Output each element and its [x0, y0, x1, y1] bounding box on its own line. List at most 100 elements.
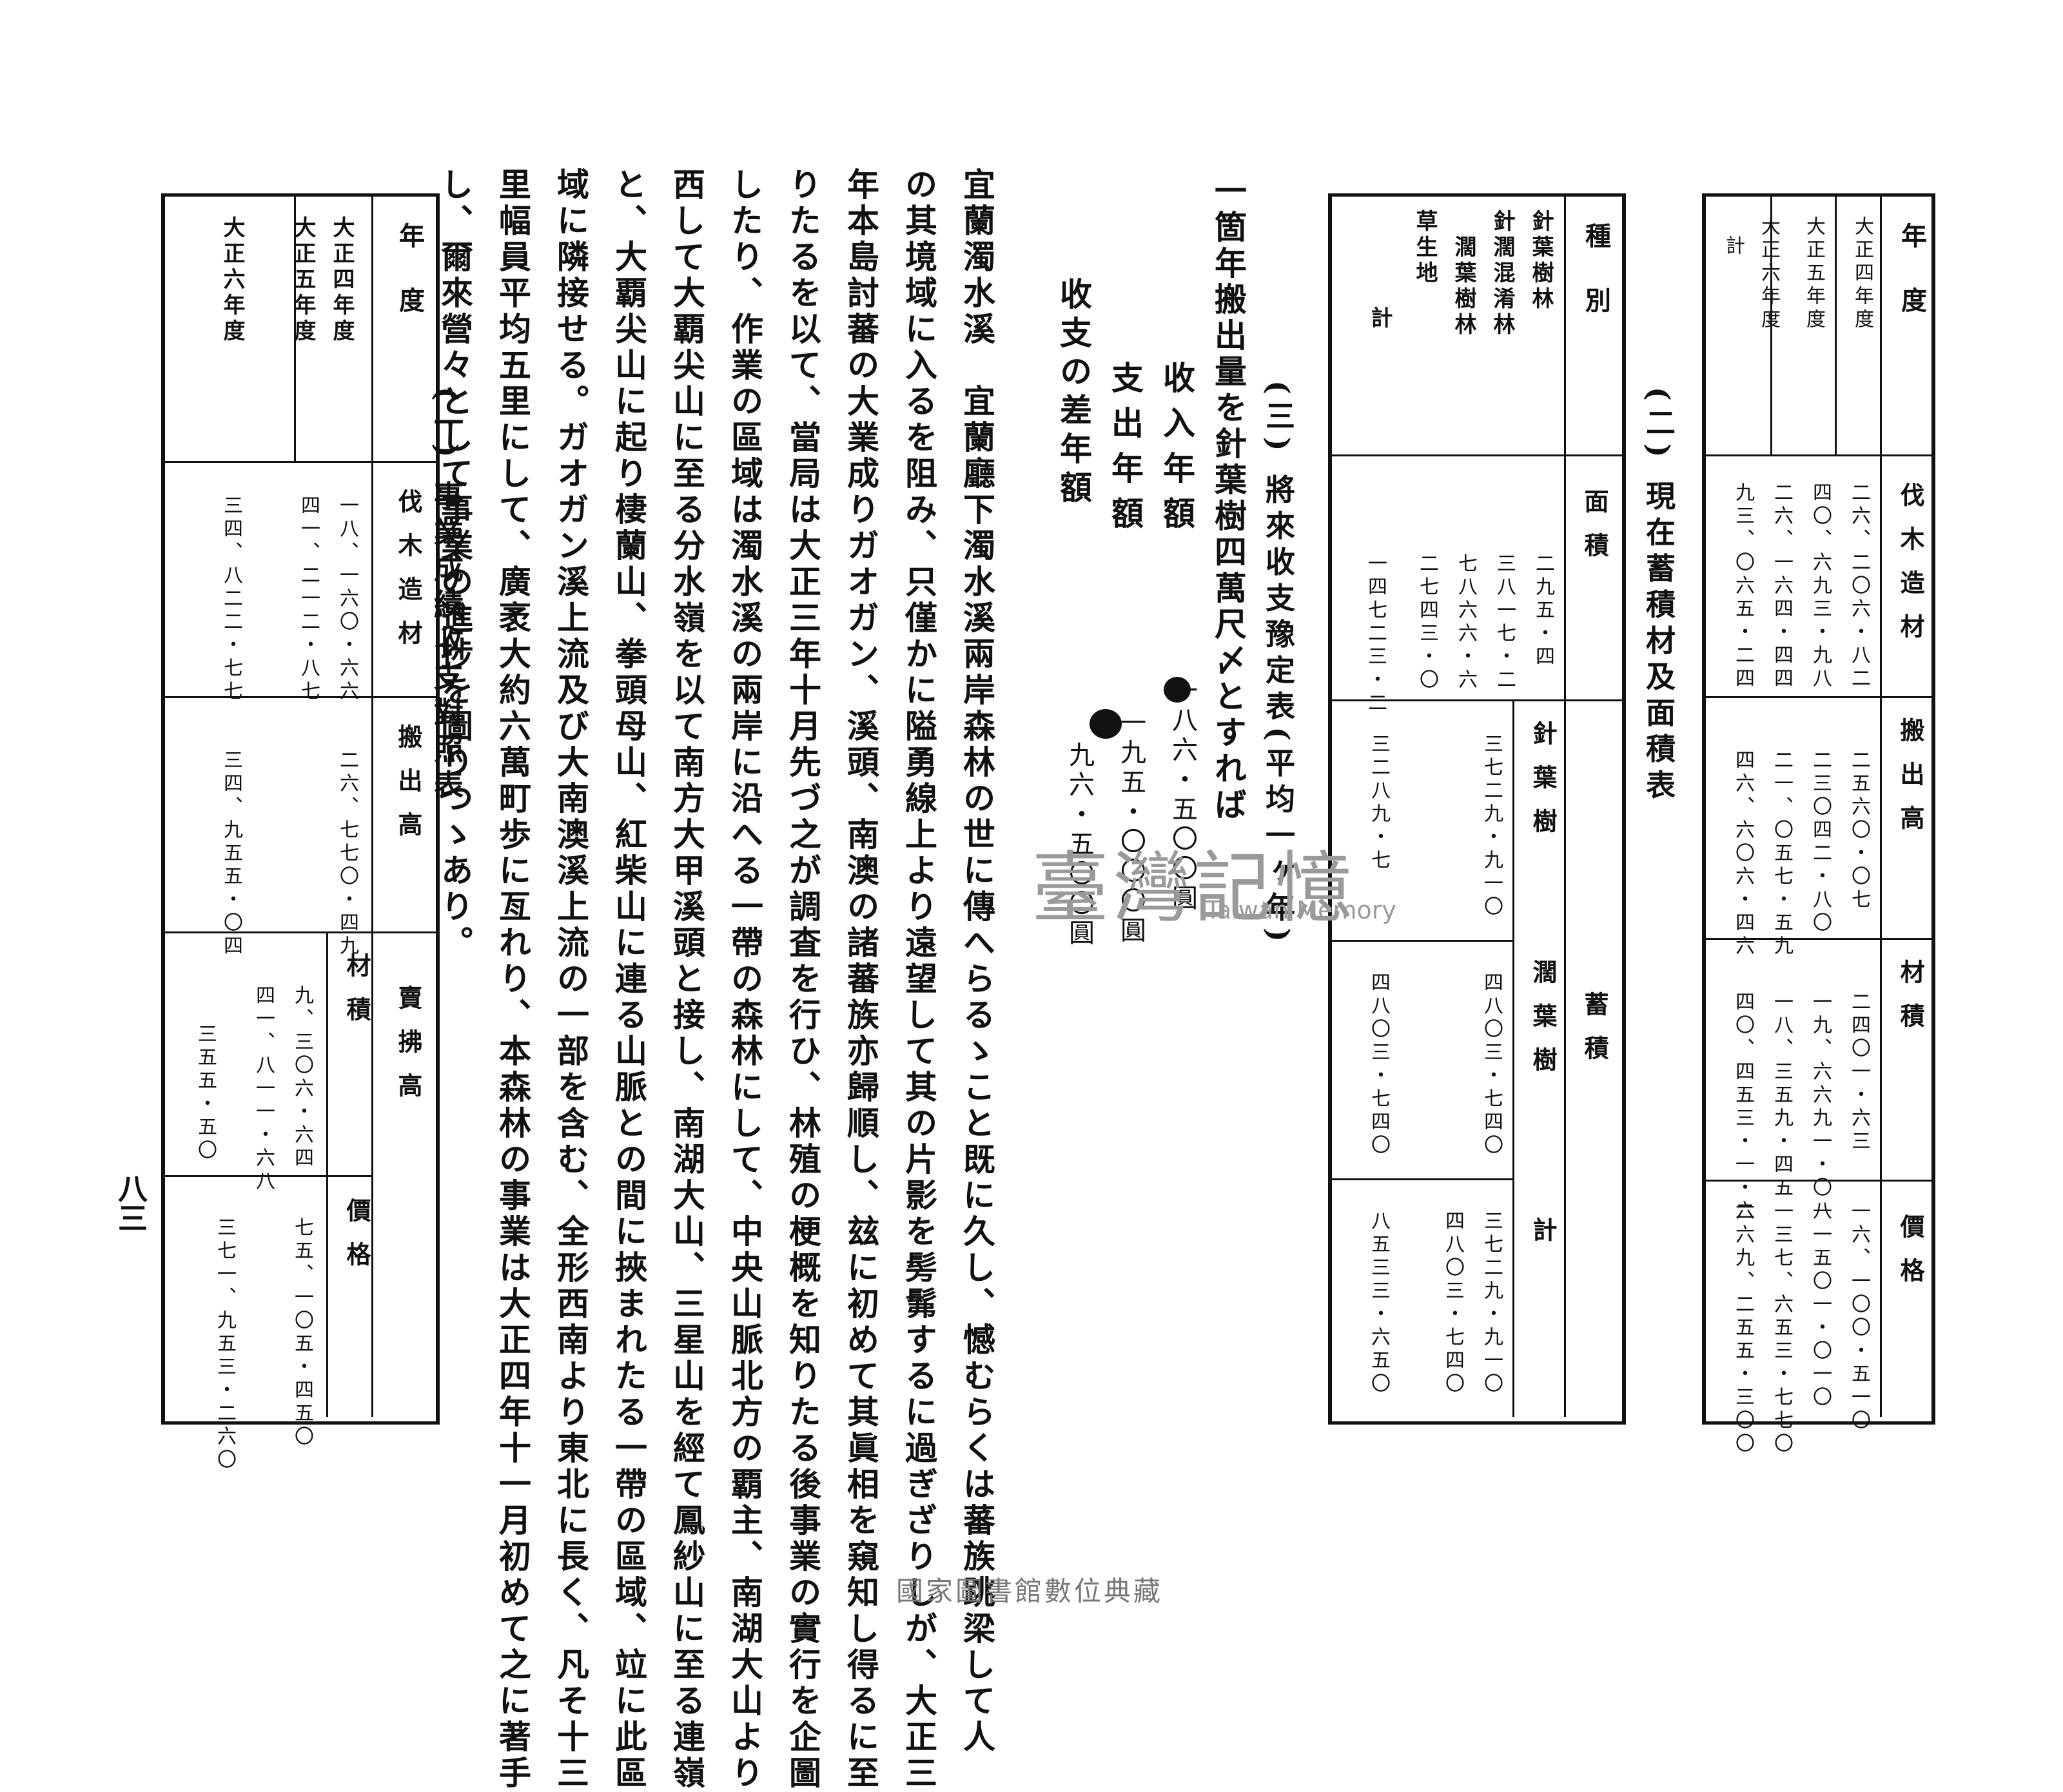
stock-felled-3: 二六、一六四・四四	[1770, 482, 1793, 691]
stock-felled-total: 九三、〇六五・二四	[1732, 482, 1754, 691]
body-column-10: し、爾來營々として事業の進捗を圖りつゝあり。	[436, 168, 474, 962]
income-label: 收入年額	[1158, 361, 1196, 541]
balance-label: 收支の差年額	[1055, 277, 1093, 509]
body-column-2: の其境域に入るを阻み、只僅かに隘勇線上より遠望して其の片影を髣髴するに過ぎざりし…	[900, 168, 938, 1792]
area-area-row: 面積 二九五・四 三八一七・二 七八六六・六 二七四三・〇 一四七二三・二	[1332, 454, 1622, 716]
area-kind-2: 針濶混淆林	[1489, 209, 1515, 338]
stock-year-3: 大正六年度	[1757, 216, 1780, 332]
watermark-chinese: 臺灣記憶	[1032, 844, 1356, 933]
income-value: 一八六・五〇〇圓	[1168, 677, 1197, 914]
body-column-1: 宜蘭濁水溪 宜蘭廳下濁水溪兩岸森林の世に傳へらるゝこと既に久し、憾むらくは蕃族跳…	[958, 168, 996, 1756]
stock-table: 年度 大正四年度 大正五年度 大正六年度 計 伐木造材 二六、二〇六・八二 四〇…	[1702, 193, 1935, 1456]
stock-volume-1: 二四〇一・六三	[1848, 991, 1870, 1154]
results-col-sold: 賣拂高	[394, 985, 423, 1116]
stock-hauled-3: 二一、〇五七・五九	[1770, 750, 1793, 959]
stock-col-felled: 伐木造材	[1896, 482, 1925, 657]
results-col-volume: 材積	[342, 953, 371, 1040]
area-col-conifer: 針葉樹	[1529, 721, 1558, 852]
area-col-broadleaf: 濶葉樹	[1529, 959, 1558, 1091]
area-conifer-total: 三二八九・七	[1367, 734, 1390, 873]
area-col-total: 計	[1529, 1217, 1558, 1261]
results-felled-2: 四一、二一二・八七	[297, 495, 320, 704]
body-column-4: りたるを以て、當局は大正三年十月先づ之が調査を行ひ、林殖の梗概を知りたる後事業の…	[784, 168, 822, 1792]
results-volume-2: 四一、八一一・六八	[252, 985, 275, 1194]
stock-year-2: 大正五年度	[1803, 216, 1825, 332]
area-area-total: 一四七二三・二	[1364, 553, 1387, 716]
area-stock-block: 蓄積 針葉樹 濶葉樹 計 三七二九・九一〇 三二八九・七 四八〇三・七四〇 四八…	[1332, 699, 1622, 1417]
ink-blot	[1164, 677, 1191, 703]
balance-value: 九六・五〇〇圓	[1064, 741, 1094, 949]
stock-felled-2: 四〇、六九三・九八	[1809, 482, 1832, 691]
area-kind-1: 針葉樹林	[1528, 209, 1554, 313]
results-heading: (一) 事業成績收支對照表	[429, 387, 464, 806]
stock-volume-3: 一八、三五九・四五	[1770, 991, 1793, 1200]
area-total-2: 四八〇三・七四〇	[1442, 1211, 1464, 1396]
area-table: 種別 針葉樹林 針濶混淆林 濶葉樹林 草生地 計 面積 二九五・四 三八一七・二…	[1328, 193, 1626, 1425]
stock-felled-1: 二六、二〇六・八二	[1848, 482, 1870, 691]
ink-blot	[1090, 709, 1122, 739]
stock-price-3: 一三七、六五三・七七〇	[1770, 1201, 1793, 1456]
stock-felled-row: 伐木造材 二六、二〇六・八二 四〇、六九三・九八 二六、一六四・四四 九三、〇六…	[1706, 454, 1931, 698]
stock-table-heading: (二) 現在蓄積材及面積表	[1641, 387, 1676, 806]
results-felled-1: 一八、一六〇・六六	[336, 495, 358, 704]
stock-volume-row: 材積 二四〇一・六三 一九、六六九一・〇八 一八、三五九・四五 四〇、四五三・一…	[1706, 938, 1931, 1223]
area-broadleaf-2: 四八〇三・七四〇	[1480, 972, 1503, 1158]
results-year-3: 大正六年度	[219, 216, 245, 345]
stock-price-2: 一一五〇一・〇一〇	[1809, 1201, 1832, 1410]
watermark-english: Taiwan Memory	[1206, 896, 1396, 924]
results-hauled-2: 三四、九五五・〇四	[220, 750, 242, 959]
area-total-total: 八五三三・六五〇	[1367, 1211, 1390, 1396]
area-broadleaf-total: 四八〇三・七四〇	[1367, 972, 1390, 1158]
area-conifer-1: 三七二九・九一〇	[1480, 734, 1503, 919]
page-number: 八三	[113, 1173, 148, 1232]
results-sold-block: 賣拂高 材積 價格 九、三〇六・六四 四一、八一一・六八 三五五・五〇 七五、一…	[165, 931, 436, 1472]
results-volume-1: 九、三〇六・六四	[291, 985, 313, 1171]
results-header-row: 年度 大正四年度 大正五年度 大正六年度	[165, 197, 436, 461]
results-col-hauled: 搬出高	[394, 724, 423, 855]
area-col-area: 面積	[1580, 489, 1609, 576]
body-column-8: 域に隣接せる。ガオガン溪上流及び大南澳溪上流の一部を含む、全形西南より東北に長く…	[552, 168, 590, 1792]
results-col-felled: 伐木造材	[394, 489, 423, 664]
expense-value: 一九五・〇〇〇圓	[1116, 709, 1146, 946]
stock-col-volume: 材積	[1896, 959, 1925, 1047]
stock-hauled-1: 二五六〇・〇七	[1848, 750, 1870, 912]
stock-table-header-row: 年度 大正四年度 大正五年度 大正六年度 計	[1706, 197, 1931, 454]
area-table-header-row: 種別 針葉樹林 針濶混淆林 濶葉樹林 草生地 計	[1332, 197, 1622, 454]
area-area-3: 七八六六・六	[1454, 553, 1477, 692]
results-felled-3: 三四、八二二・七七	[220, 495, 242, 704]
stock-price-total: 二六九、二五五・三〇〇	[1732, 1201, 1754, 1456]
area-kind-3: 濶葉樹林	[1451, 235, 1476, 338]
forecast-intro: 一箇年搬出量を針葉樹四萬尺〆とすれば	[1209, 174, 1247, 824]
stock-year-1: 大正四年度	[1851, 216, 1873, 332]
results-felled-row: 伐木造材 一八、一六〇・六六 四一、二一二・八七 三四、八二二・七七	[165, 461, 436, 704]
body-column-3: 年本島討蕃の大業成りガオガン、溪頭、南澳の諸蕃族亦歸順し、玆に初めて其眞相を窺知…	[842, 168, 880, 1792]
stock-volume-total: 四〇、四五三・一・六	[1732, 991, 1754, 1223]
area-total-1: 三七二九・九一〇	[1480, 1211, 1503, 1396]
stock-price-row: 價格 一六、一〇〇・五一〇 一一五〇一・〇一〇 一三七、六五三・七七〇 二六九、…	[1706, 1180, 1931, 1456]
results-year-2: 大正五年度	[290, 216, 316, 345]
results-hauled-row: 搬出高 二六、七七〇・四九 三四、九五五・〇四	[165, 696, 436, 959]
results-price-2: 三七一、九五三・二六〇	[213, 1217, 236, 1472]
area-area-1: 二九五・四	[1532, 553, 1554, 669]
results-col-price: 價格	[342, 1198, 371, 1285]
stock-col-hauled: 搬出高	[1896, 717, 1925, 849]
results-price-1: 七五、一〇五・四五〇	[291, 1217, 313, 1449]
results-table: 年度 大正四年度 大正五年度 大正六年度 伐木造材 一八、一六〇・六六 四一、二…	[161, 193, 440, 1472]
body-column-9: 里幅員平均五里にして、廣袤大約六萬町歩に亙れり、本森林の事業は大正四年十一月初め…	[494, 168, 532, 1792]
body-column-6: 西して大覇尖山に至る分水嶺を以て南方大甲溪頭と接し、南湖大山、三星山を經て鳳紗山…	[668, 168, 706, 1792]
area-area-2: 三八一七・二	[1493, 553, 1516, 692]
stock-year-total: 計	[1722, 235, 1745, 258]
area-col-kind: 種別	[1581, 222, 1611, 351]
results-col-year: 年度	[395, 222, 425, 351]
stock-col-price: 價格	[1896, 1214, 1925, 1301]
footer-archive-label: 國家圖書館數位典藏	[896, 1575, 1164, 1607]
stock-hauled-total: 四六、六〇六・四六	[1732, 750, 1754, 959]
stock-col-year: 年度	[1897, 222, 1927, 351]
results-volume-3: 三五五・五〇	[194, 1024, 217, 1163]
results-year-1: 大正四年度	[329, 216, 355, 345]
area-kind-4: 草生地	[1412, 209, 1438, 287]
area-col-stock: 蓄積	[1580, 991, 1609, 1079]
body-column-5: したり、作業の區域は濁水溪の兩岸に沿へる一帶の森林にして、中央山脈北方の覇主、南…	[726, 168, 764, 1792]
body-column-7: と、大覇尖山に起り棲蘭山、拳頭母山、紅柴山に連る山脈との間に挾まれたる一帶の區域…	[610, 168, 648, 1792]
forecast-heading: (三) 將來收支豫定表(平均一ヶ年)	[1261, 380, 1296, 949]
